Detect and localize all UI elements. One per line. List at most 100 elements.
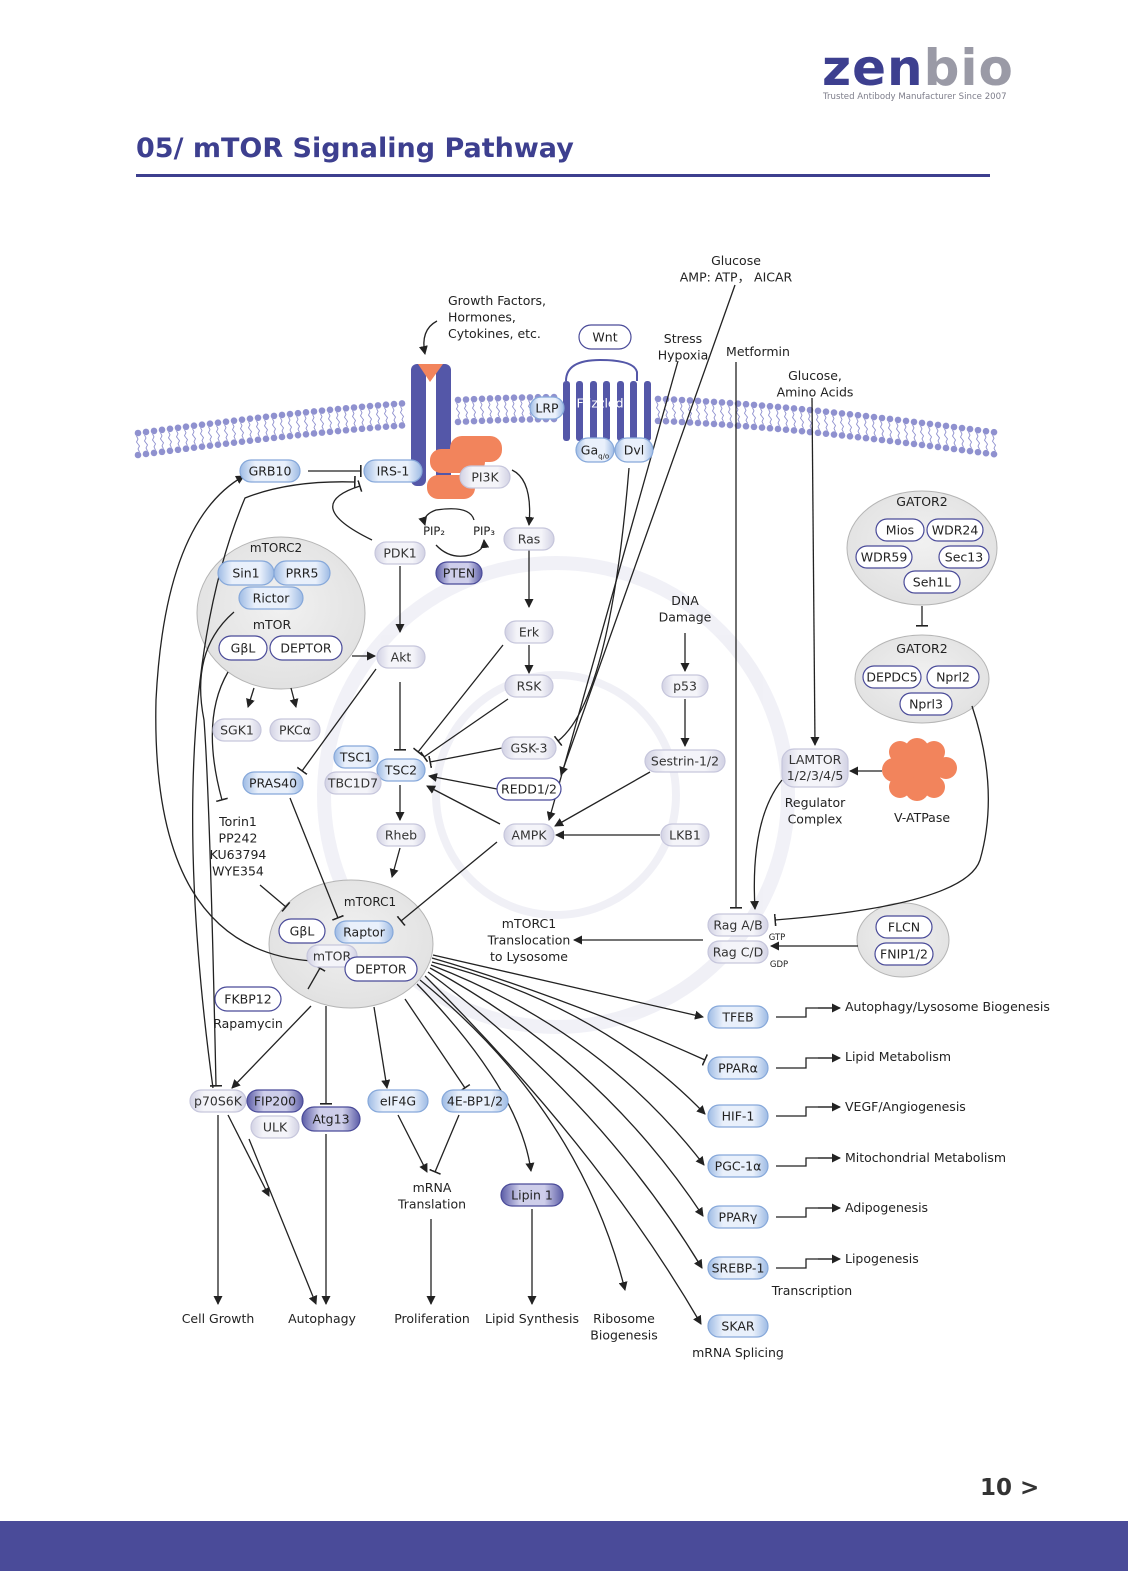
logo-zen: zen xyxy=(822,39,924,97)
node-fkbp12: FKBP12 xyxy=(214,986,282,1012)
edge-39 xyxy=(750,779,783,910)
node-label-sestrin: Sestrin-1/2 xyxy=(651,754,719,769)
node-label-4ebp: 4E-BP1/2 xyxy=(447,1094,503,1109)
node-atg13: Atg13 xyxy=(301,1106,361,1132)
v-atpase-icon xyxy=(882,738,957,801)
edge-46 xyxy=(373,1006,391,1089)
node-pten: PTEN xyxy=(435,561,483,585)
edge-12 xyxy=(246,687,255,708)
svg-text:Regulator: Regulator xyxy=(785,795,846,810)
node-label-ras: Ras xyxy=(518,532,541,547)
svg-text:Mitochondrial Metabolism: Mitochondrial Metabolism xyxy=(845,1150,1006,1165)
svg-text:Hypoxia: Hypoxia xyxy=(658,348,709,363)
svg-text:PIP₃: PIP₃ xyxy=(473,524,495,538)
label-pip2: PIP₂ xyxy=(423,524,445,538)
node-erk: Erk xyxy=(504,620,554,644)
svg-text:mRNA Splicing: mRNA Splicing xyxy=(692,1345,784,1360)
node-eif4g: eIF4G xyxy=(367,1089,429,1113)
svg-text:Stress: Stress xyxy=(664,331,702,346)
pathway-edges xyxy=(155,284,989,1325)
node-ragcd: Rag C/D xyxy=(707,940,769,964)
mtorc2-complex xyxy=(196,536,366,690)
node-tbc1d7: TBC1D7 xyxy=(324,771,382,795)
svg-text:PP242: PP242 xyxy=(219,831,258,846)
node-label-pgc1a: PGC-1α xyxy=(715,1159,762,1174)
edge-3 xyxy=(192,475,356,1089)
label-mrna-splicing: mRNA Splicing xyxy=(692,1345,784,1360)
node-grb10: GRB10 xyxy=(239,459,301,483)
node-label-raptor: Raptor xyxy=(343,925,386,940)
node-lipin1: Lipin 1 xyxy=(500,1183,564,1207)
svg-text:Adipogenesis: Adipogenesis xyxy=(845,1200,928,1215)
label-out-adipogenesis: Adipogenesis xyxy=(845,1200,928,1215)
edge-0 xyxy=(418,320,438,355)
cell-membrane xyxy=(134,393,998,459)
logo-bio: bio xyxy=(923,39,1014,97)
edge-21 xyxy=(428,773,498,790)
svg-text:GTP: GTP xyxy=(769,933,786,943)
svg-text:Hormones,: Hormones, xyxy=(448,310,516,325)
zenbio-logo: zenbio Trusted Antibody Manufacturer Sin… xyxy=(822,40,1028,105)
node-label-rheb: Rheb xyxy=(385,828,417,843)
node-akt: Akt xyxy=(376,645,426,669)
node-label-sgk1: SGK1 xyxy=(220,723,254,738)
node-label-gbl1: GβL xyxy=(290,924,315,939)
svg-text:VEGF/Angiogenesis: VEGF/Angiogenesis xyxy=(845,1099,966,1114)
svg-text:Translation: Translation xyxy=(397,1197,466,1212)
svg-text:Torin1: Torin1 xyxy=(218,814,257,829)
label-proliferation: Proliferation xyxy=(394,1311,470,1326)
footer-bar xyxy=(0,1521,1128,1571)
node-label-deptor2: DEPTOR xyxy=(280,641,332,656)
edge-61 xyxy=(430,964,705,1166)
gator2-bottom-complex xyxy=(854,634,990,724)
node-label-nprl2: Nprl2 xyxy=(936,670,970,685)
node-label-pparg: PPARγ xyxy=(719,1210,759,1225)
edge-59 xyxy=(427,971,703,1269)
node-rsk: RSK xyxy=(504,674,554,698)
edge-24 xyxy=(389,847,401,878)
node-raptor: Raptor xyxy=(334,920,394,944)
svg-text:Cell Growth: Cell Growth xyxy=(182,1311,255,1326)
svg-text:Amino Acids: Amino Acids xyxy=(777,385,854,400)
edge-2 xyxy=(332,480,373,541)
node-label-fip200: FIP200 xyxy=(254,1094,296,1109)
edge-33 xyxy=(559,284,736,776)
label-gator2-top-label: GATOR2 xyxy=(896,494,947,509)
label-rapamycin: Rapamycin xyxy=(213,1016,283,1031)
node-wnt: Wnt xyxy=(578,324,632,350)
edge-13 xyxy=(289,687,299,708)
svg-text:Lipid Metabolism: Lipid Metabolism xyxy=(845,1049,951,1064)
node-label-p53: p53 xyxy=(673,679,697,694)
node-label-tsc1: TSC1 xyxy=(339,750,372,765)
node-label-flcn: FLCN xyxy=(888,920,920,935)
edge-56 xyxy=(416,983,535,1172)
diagram-labels: Growth Factors,Hormones,Cytokines, etc. G… xyxy=(182,253,1050,1360)
node-ppara: PPARα xyxy=(707,1056,769,1080)
node-label-sec13: Sec13 xyxy=(945,550,983,565)
node-tsc2: TSC2 xyxy=(376,758,426,782)
node-lrp: LRP xyxy=(529,396,565,420)
node-label-wdr59: WDR59 xyxy=(861,550,908,565)
label-gator2-bot-label: GATOR2 xyxy=(896,641,947,656)
label-growth-factors: Growth Factors,Hormones,Cytokines, etc. xyxy=(448,293,546,341)
logo-tagline: Trusted Antibody Manufacturer Since 2007 xyxy=(823,92,1007,102)
node-sec13: Sec13 xyxy=(938,545,990,569)
node-label-seh1l: Seh1L xyxy=(913,575,952,590)
node-skar: SKAR xyxy=(707,1314,769,1338)
node-label-gsk3: GSK-3 xyxy=(511,741,548,756)
node-fnip: FNIP1/2 xyxy=(874,942,934,966)
label-out-mito: Mitochondrial Metabolism xyxy=(845,1150,1006,1165)
node-label-wnt: Wnt xyxy=(592,330,617,345)
node-label-ppara: PPARα xyxy=(718,1061,758,1076)
node-label-fkbp12: FKBP12 xyxy=(224,992,271,1007)
node-mios: Mios xyxy=(875,518,925,542)
edge-29 xyxy=(554,771,651,827)
edge-32 xyxy=(553,467,630,747)
